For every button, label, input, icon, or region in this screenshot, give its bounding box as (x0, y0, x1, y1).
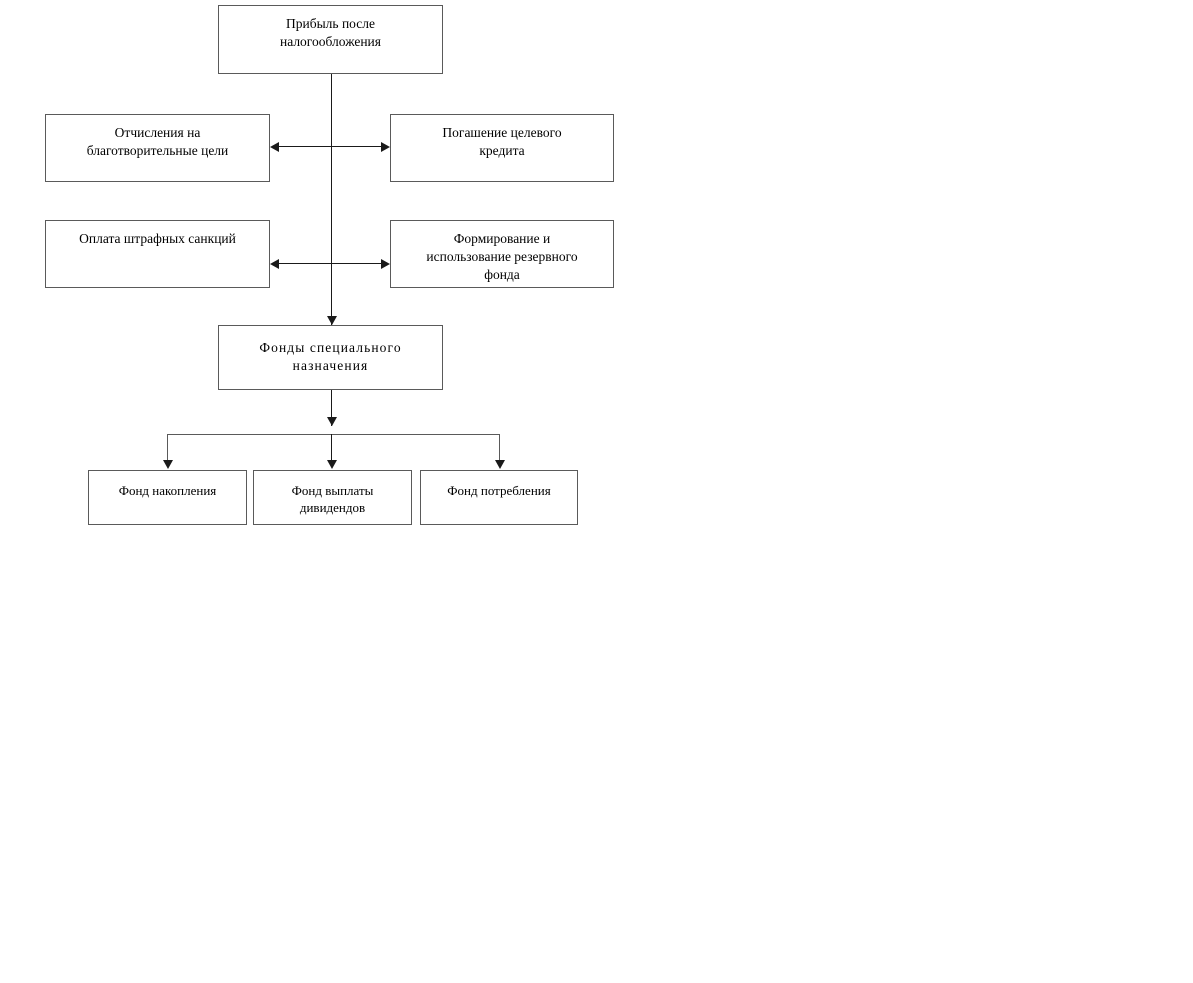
arrow-to-dividend-fund (327, 460, 337, 469)
node-charity-deductions[interactable]: Отчисления на благотворительные цели (45, 114, 270, 182)
arrow-into-special-funds (327, 316, 337, 325)
connector-row3-arrow-right (381, 259, 390, 269)
arrow-to-consumption-fund (495, 460, 505, 469)
node-reserve-fund[interactable]: Формирование и использование резервного … (390, 220, 614, 288)
branch-line-left (167, 434, 168, 462)
node-consumption-fund[interactable]: Фонд потребления (420, 470, 578, 525)
connector-row3-line (274, 263, 386, 264)
branch-line-center (331, 434, 332, 462)
branch-bar-horizontal (167, 434, 500, 435)
connector-row2-line (274, 146, 386, 147)
node-dividend-payment-fund[interactable]: Фонд выплаты дивидендов (253, 470, 412, 525)
trunk-line-main (331, 74, 332, 325)
connector-row2-arrow-right (381, 142, 390, 152)
node-profit-after-tax[interactable]: Прибыль после налогообложения (218, 5, 443, 74)
connector-row2-arrow-left (270, 142, 279, 152)
node-target-credit-repayment[interactable]: Погашение целевого кредита (390, 114, 614, 182)
node-special-purpose-funds[interactable]: Фонды специального назначения (218, 325, 443, 390)
connector-row3-arrow-left (270, 259, 279, 269)
node-accumulation-fund[interactable]: Фонд накопления (88, 470, 247, 525)
trunk-line-to-branch (331, 390, 332, 426)
branch-line-right (499, 434, 500, 462)
arrow-branch-junction (327, 417, 337, 426)
arrow-to-accumulation-fund (163, 460, 173, 469)
node-penalty-payments[interactable]: Оплата штрафных санкций (45, 220, 270, 288)
